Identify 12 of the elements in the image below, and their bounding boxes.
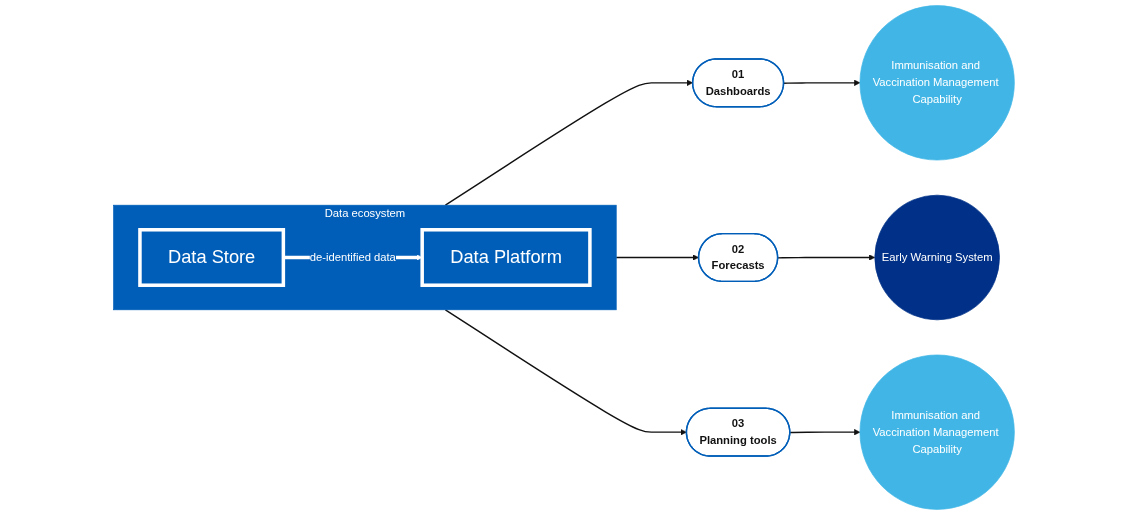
arrow (783, 79, 861, 86)
arrow (615, 254, 699, 261)
node-circle: Immunisation and Vaccination Management Capability (859, 354, 1015, 510)
arrow (789, 429, 861, 436)
arrow (444, 79, 693, 206)
arrow (777, 254, 876, 261)
arrow (444, 309, 687, 436)
node-box: Data Platform (420, 228, 592, 287)
edge-label: de-identified data (309, 251, 396, 264)
node-circle: Immunisation and Vaccination Management Capability (859, 5, 1015, 161)
node-box: Data Store (138, 228, 286, 287)
node-circle: Early Warning System (874, 194, 1000, 321)
